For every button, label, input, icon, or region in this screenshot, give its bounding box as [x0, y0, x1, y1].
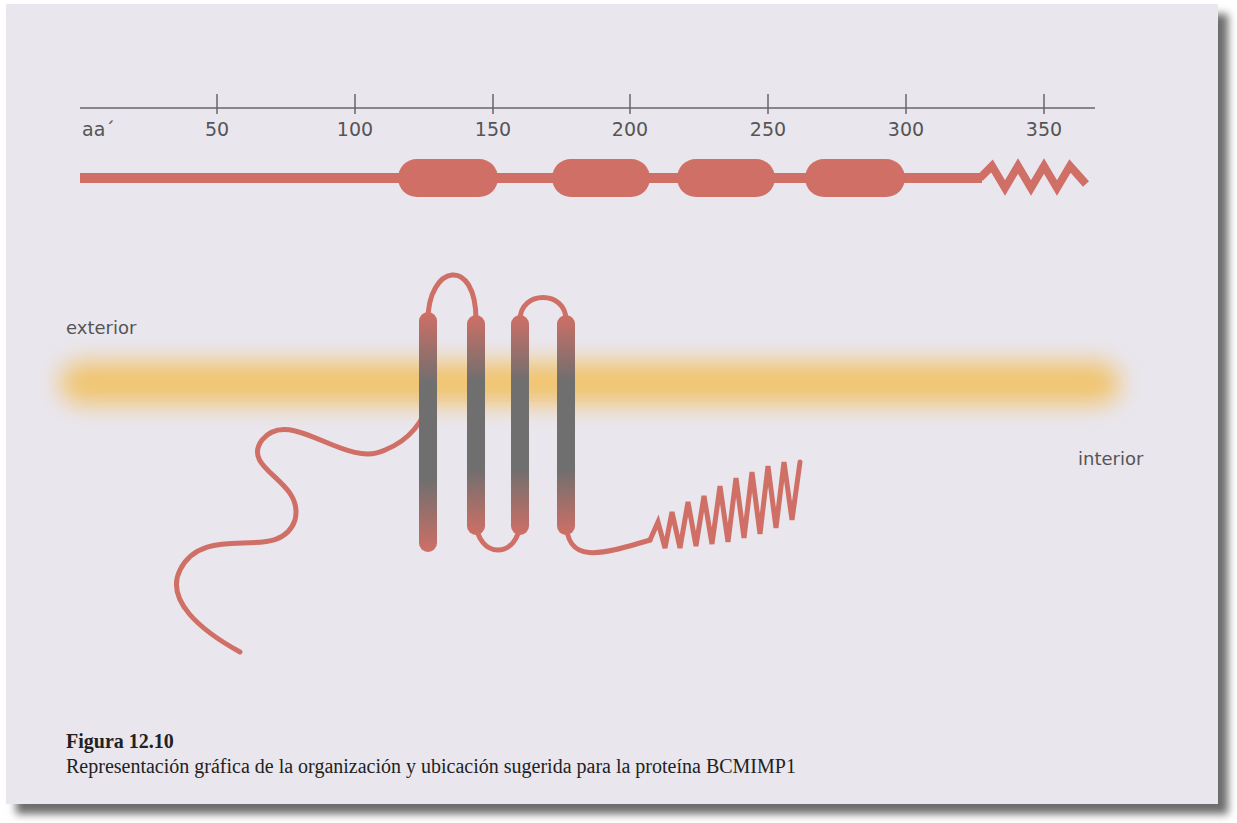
figure-caption: Representación gráfica de la organizació… [66, 755, 796, 778]
axis-label: aa´ [82, 118, 115, 140]
side-label: exterior [66, 317, 136, 338]
coil-tail [980, 166, 1086, 188]
protein-bar [80, 159, 982, 197]
axis-ruler [80, 94, 1095, 114]
protein-chain [176, 275, 800, 652]
tick-number: 200 [612, 118, 648, 140]
transmembrane-helices [419, 312, 575, 552]
tick-number: 300 [888, 118, 924, 140]
side-label: interior [1078, 448, 1143, 469]
tick-number: 150 [475, 118, 511, 140]
tick-number: 350 [1026, 118, 1062, 140]
tick-number: 100 [337, 118, 373, 140]
tick-number: 250 [750, 118, 786, 140]
tick-number: 50 [205, 118, 229, 140]
figure-number: Figura 12.10 [66, 730, 174, 753]
membrane-band [60, 362, 1120, 404]
